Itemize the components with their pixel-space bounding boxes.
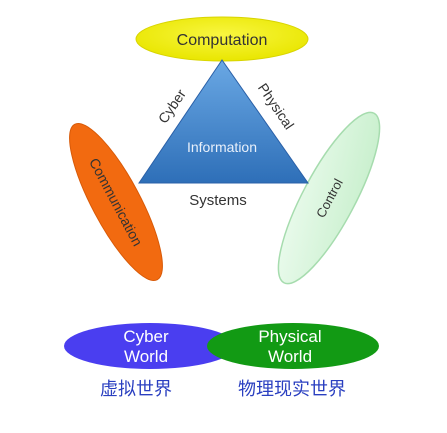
information-label: Information xyxy=(187,139,257,155)
computation-label: Computation xyxy=(177,32,268,49)
cyber-world-chinese: 虚拟世界 xyxy=(100,379,172,400)
control-ellipse: Control xyxy=(277,111,381,285)
physical-world-line2: World xyxy=(268,347,312,366)
physical-world-ellipse: Physical World xyxy=(207,323,379,369)
physical-world-chinese: 物理现实世界 xyxy=(238,379,346,400)
cyber-world-ellipse: Cyber World xyxy=(64,323,236,369)
systems-label: Systems xyxy=(189,192,247,209)
cyber-world-line1: Cyber xyxy=(123,327,169,346)
cyber-world-line2: World xyxy=(124,347,168,366)
cps-triangle: Information xyxy=(138,59,309,184)
computation-ellipse: Computation xyxy=(135,16,309,62)
communication-ellipse: Communication xyxy=(69,122,163,282)
physical-world-line1: Physical xyxy=(258,327,321,346)
